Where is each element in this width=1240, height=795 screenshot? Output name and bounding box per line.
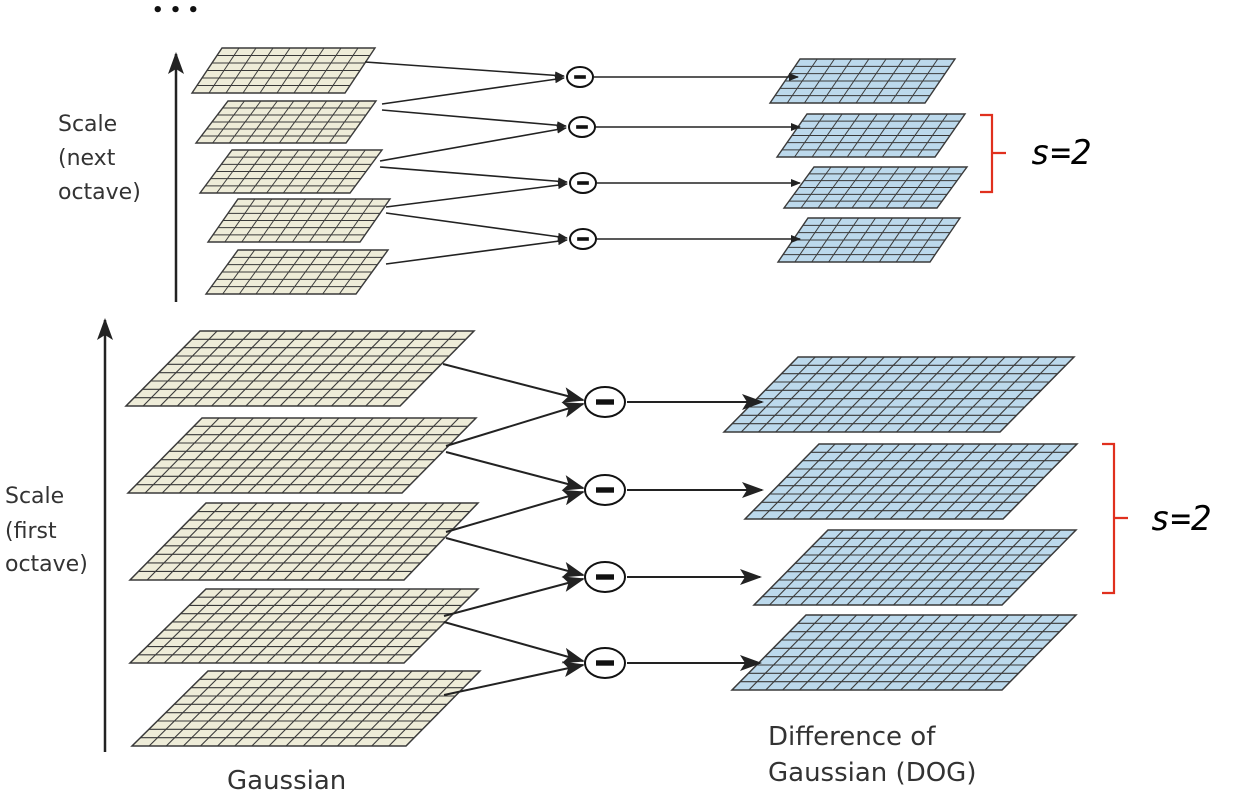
dog-layer-first-3 (752, 529, 1078, 606)
dog-layer-next-1 (768, 58, 957, 104)
arrow (443, 576, 585, 617)
minus-operator-next-1 (566, 66, 594, 88)
scale-next-octave-label: Scale (next octave) (58, 112, 141, 205)
gaussian-layer-first-1 (124, 330, 476, 407)
dog-layers (722, 58, 1079, 691)
gaussian-layer-first-3 (128, 502, 480, 581)
arrow (442, 363, 585, 403)
s-bracket-first-octave (1102, 442, 1128, 595)
gaussian-layer-first-4 (128, 588, 480, 664)
s-bracket-next-octave (980, 113, 1006, 194)
minus-operator-next-3 (569, 172, 597, 194)
arrow (443, 621, 585, 664)
dog-layer-next-2 (775, 113, 967, 158)
s-label-first-octave: s=2 (1150, 499, 1211, 539)
ellipsis-more-octaves: • • • (152, 0, 199, 21)
gaussian-layer-first-5 (130, 670, 482, 747)
arrow (445, 537, 585, 578)
gaussian-layer-next-4 (206, 198, 392, 243)
gaussian-layer-first-2 (126, 417, 478, 494)
arrows (364, 61, 801, 696)
s-label-next-octave: s=2 (1030, 133, 1091, 173)
dog-layer-first-1 (722, 356, 1076, 433)
gaussian-layer-next-3 (198, 149, 384, 194)
gaussian-layer-next-5 (204, 249, 390, 295)
minus-operator-first-4 (584, 647, 626, 679)
arrow (445, 402, 585, 447)
gaussian-layers (124, 47, 482, 747)
scale-first-octave-label: Scale (first octave) (5, 484, 88, 577)
minus-operator-next-2 (568, 116, 596, 138)
dog-label: Difference of Gaussian (DOG) (768, 722, 976, 788)
arrow (385, 237, 568, 265)
arrow (381, 75, 565, 105)
subtraction-operators (566, 66, 626, 679)
gaussian-label: Gaussian (227, 766, 346, 795)
arrow (385, 212, 568, 241)
dog-layer-next-3 (782, 166, 969, 209)
dog-layer-next-4 (776, 217, 962, 263)
arrow (445, 451, 585, 491)
arrow (379, 166, 568, 186)
arrow (385, 181, 568, 208)
minus-operator-first-3 (584, 561, 626, 593)
minus-operator-next-4 (569, 228, 597, 250)
arrow (443, 661, 585, 696)
arrow (445, 489, 585, 533)
dog-layer-first-2 (743, 443, 1079, 520)
gaussian-layer-next-1 (190, 47, 377, 94)
dog-layer-first-4 (730, 614, 1078, 691)
arrow (364, 61, 565, 80)
gaussian-layer-next-2 (194, 100, 378, 144)
minus-operator-first-2 (584, 474, 626, 506)
arrow (381, 109, 567, 130)
minus-operator-first-1 (584, 386, 626, 418)
arrow (379, 125, 567, 162)
